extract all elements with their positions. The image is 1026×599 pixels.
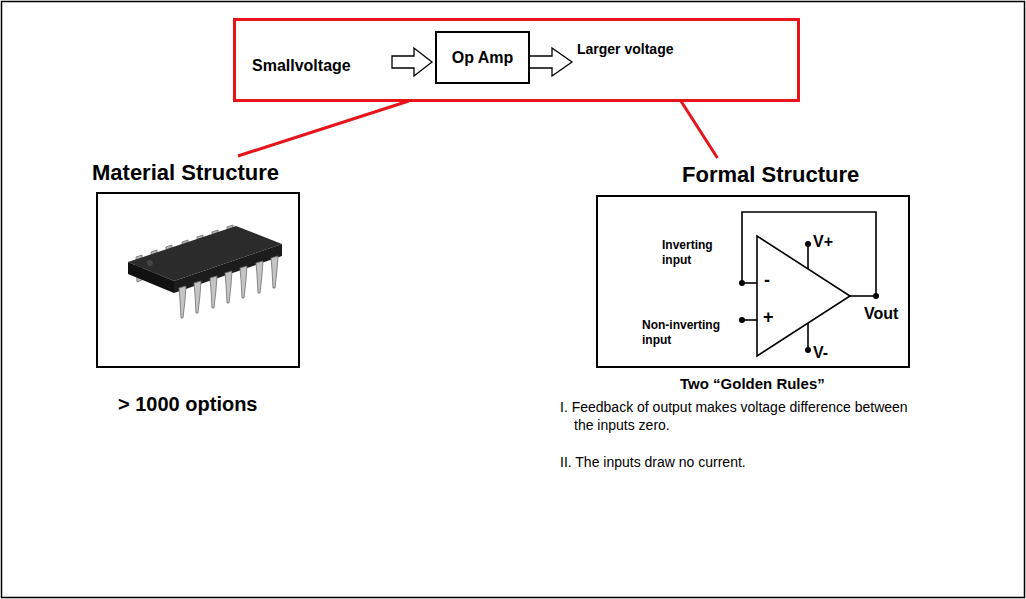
opamp-block: Op Amp — [435, 31, 530, 84]
pin-sign: - — [764, 270, 770, 292]
supply-label: V+ — [813, 232, 833, 251]
text-slot: Op Amp — [437, 33, 528, 82]
box-text: Smallvoltage — [252, 56, 351, 75]
pin-name: Inverting input — [662, 238, 734, 268]
text-slot: Larger voltage — [577, 41, 673, 58]
label-slot: Non-inverting input — [642, 318, 736, 348]
rule-text: II. The inputs draw no current. — [560, 454, 920, 472]
label-slot: - — [764, 270, 770, 292]
pin-name: Non-inverting input — [642, 318, 736, 348]
connector-line — [681, 101, 718, 158]
options-note: > 1000 options — [118, 392, 258, 416]
section-heading: Formal Structure — [682, 162, 859, 188]
text-slot: Smallvoltage — [252, 56, 351, 75]
label-slot: Two “Golden Rules” — [680, 375, 825, 393]
label-slot: I. Feedback of output makes voltage diff… — [560, 399, 920, 434]
chip-photo — [128, 225, 282, 318]
opamp-symbol — [742, 212, 876, 356]
supply-label: V- — [813, 343, 828, 362]
terminal-dots — [739, 241, 879, 353]
rules-heading: Two “Golden Rules” — [680, 375, 825, 393]
label-slot: Inverting input — [662, 238, 734, 268]
output-label: Vout — [864, 304, 898, 323]
label-slot: Vout — [864, 304, 898, 323]
label-slot: V- — [813, 343, 828, 362]
label-slot: V+ — [813, 232, 833, 251]
pin-sign: + — [763, 307, 774, 329]
label-slot: + — [763, 307, 774, 329]
output-arrow — [529, 48, 572, 76]
material-photo-box: Material Structure — [96, 192, 300, 368]
box-text: Larger voltage — [577, 41, 673, 58]
text-slot: Material Structure — [92, 160, 279, 186]
label-slot: II. The inputs draw no current. — [560, 454, 920, 472]
box-text: Op Amp — [452, 48, 514, 67]
input-arrow — [392, 48, 432, 76]
system-box: Smallvoltage Larger voltage Op Amp — [233, 18, 800, 102]
label-slot: > 1000 options — [118, 392, 258, 416]
rule-text: I. Feedback of output makes voltage diff… — [560, 399, 920, 434]
connector-line — [238, 101, 409, 156]
text-slot: Formal Structure — [682, 162, 859, 188]
section-heading: Material Structure — [92, 160, 279, 186]
